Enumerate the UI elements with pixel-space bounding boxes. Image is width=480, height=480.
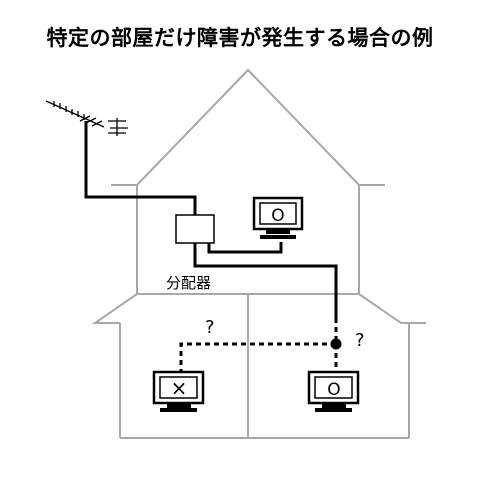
splitter-box (175, 214, 215, 244)
tv-lower-right-status: O (327, 380, 340, 400)
cable-to-upper-tv (207, 242, 283, 254)
cable-to-junction (193, 243, 338, 318)
tv-icon-lower-left: × (152, 370, 205, 412)
lower-right-roof (358, 293, 426, 324)
tv-lower-left-status: × (171, 376, 188, 400)
upper-roof (111, 68, 385, 186)
cable-dashed-to-left-tv (179, 342, 336, 372)
page-title: 特定の部屋だけ障害が発生する場合の例 (46, 26, 434, 50)
question-mark-right: ? (355, 330, 365, 351)
antenna-icon (45, 100, 128, 136)
question-mark-left: ? (205, 317, 215, 338)
tv-icon-lower-right: O (307, 370, 360, 412)
tv-upper-status: O (271, 206, 284, 226)
tv-icon-upper: O (252, 196, 304, 239)
house-outline (91, 68, 426, 439)
splitter-label: 分配器 (166, 274, 211, 292)
lower-left-roof (91, 293, 138, 324)
antenna-cable (84, 121, 197, 216)
